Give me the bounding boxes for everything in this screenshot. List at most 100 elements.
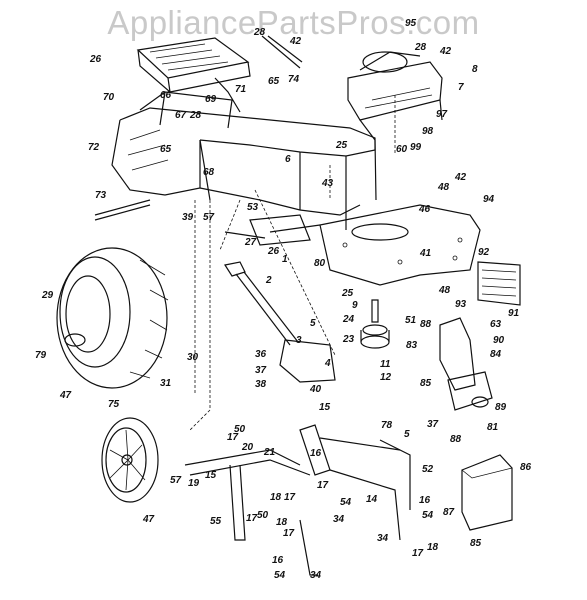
callout-28-mid: 28 [189,110,202,121]
callout-54-b: 54 [340,497,352,508]
callout-16-c: 16 [419,495,431,506]
callout-17-d: 17 [317,480,329,491]
callout-89: 89 [495,402,507,413]
seat-pan [136,37,251,94]
callout-72: 72 [88,142,100,153]
callout-91: 91 [508,308,520,319]
callout-24: 24 [342,314,355,325]
callout-19: 19 [188,478,200,489]
callout-25-mid: 25 [341,288,354,299]
callout-37-pedal: 37 [255,365,267,376]
front-axle [94,199,266,239]
callout-47-tire: 47 [59,390,72,401]
lift-linkage [184,424,411,576]
callout-43: 43 [321,178,334,189]
callout-18-a: 18 [270,492,282,503]
callout-34-c: 34 [377,533,389,544]
callout-79: 79 [35,350,47,361]
callout-86: 86 [520,462,532,473]
callout-85-bot: 85 [470,538,482,549]
callout-66: 66 [160,90,172,101]
callout-15-b: 15 [319,402,331,413]
callout-15-a: 15 [205,470,217,481]
callout-27: 27 [244,237,257,248]
callout-92: 92 [478,247,490,258]
callout-3: 3 [296,335,302,346]
callout-48-frame: 48 [437,182,450,193]
callout-9: 9 [352,300,358,311]
callout-93: 93 [455,299,467,310]
callout-98: 98 [422,126,434,137]
callout-4: 4 [324,358,331,369]
callout-1: 1 [282,254,288,265]
callout-80: 80 [314,258,326,269]
callout-50-b: 50 [257,510,269,521]
rear-tire [56,247,169,389]
callout-65-mid: 65 [160,144,172,155]
callout-57-bot: 57 [170,475,182,486]
watermark-text: AppliancePartsPros.com [107,4,480,41]
reference-lines [189,95,396,431]
callout-81: 81 [487,422,499,433]
callout-50-a: 50 [234,424,246,435]
callout-88-mid: 88 [420,319,432,330]
callout-29: 29 [41,290,54,301]
callout-75: 75 [108,399,120,410]
callout-90: 90 [493,335,505,346]
callout-20: 20 [241,442,254,453]
callout-69: 69 [205,94,217,105]
callout-18-b: 18 [276,517,288,528]
callout-40: 40 [309,384,322,395]
callout-23: 23 [342,334,355,345]
callout-5-link: 5 [404,429,410,440]
callout-51: 51 [405,315,417,326]
callout-5-pedal: 5 [310,318,316,329]
callout-26-top: 26 [89,54,102,65]
callout-12: 12 [380,372,392,383]
callout-88-bot: 88 [450,434,462,445]
callout-54-a: 54 [274,570,286,581]
callout-14: 14 [366,494,378,505]
callout-36: 36 [255,349,267,360]
callout-17-e: 17 [283,528,295,539]
callout-11: 11 [380,359,391,370]
callout-6: 6 [285,154,291,165]
callout-46: 46 [418,204,431,215]
callout-74: 74 [288,74,300,85]
callout-99: 99 [410,142,422,153]
callout-17-c: 17 [284,492,296,503]
callout-48-low: 48 [438,285,451,296]
callout-60: 60 [396,144,408,155]
hubcap [101,417,159,503]
callout-71: 71 [235,84,247,95]
callout-34-b: 34 [333,514,345,525]
callout-42-frame: 42 [454,172,467,183]
engine-hood [347,51,443,201]
callout-41: 41 [419,248,432,259]
callout-67: 67 [175,110,187,121]
callout-97: 97 [436,109,448,120]
callout-17-f: 17 [412,548,424,559]
callout-73: 73 [95,190,107,201]
callout-39: 39 [182,212,194,223]
brake-pedal [224,261,336,383]
callout-37-link: 37 [427,419,439,430]
steering-shaft [214,35,303,113]
callout-47-hub: 47 [142,514,155,525]
frame-chassis [111,91,376,230]
callout-53: 53 [247,202,259,213]
callout-31: 31 [160,378,172,389]
callout-54-c: 54 [422,510,434,521]
lower-frame-plate [249,204,481,286]
pulley-stack [360,299,390,349]
callout-63: 63 [490,319,502,330]
callout-68: 68 [203,167,215,178]
callout-87: 87 [443,507,455,518]
callout-8: 8 [472,64,478,75]
callout-65-top: 65 [268,76,280,87]
callout-21: 21 [263,447,276,458]
callout-7: 7 [458,82,464,93]
callout-labels: 26 70 66 71 69 67 28 65 72 73 39 57 68 2… [35,18,532,581]
callout-95: 95 [405,18,417,29]
